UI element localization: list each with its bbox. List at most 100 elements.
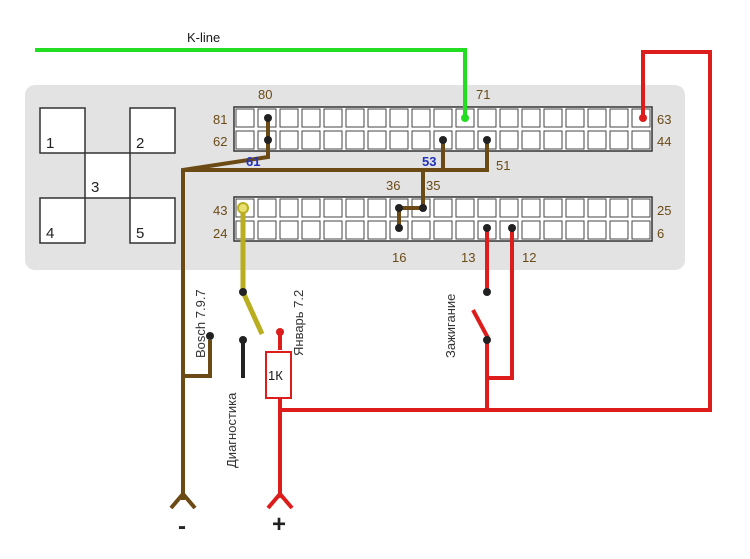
bottom-connector-pin-cell: [609, 220, 629, 240]
dot-71: [461, 114, 469, 122]
bottom-connector-pin-cell: [609, 198, 629, 218]
plus-sign: +: [272, 511, 286, 538]
top-connector-pin-cell: [433, 108, 453, 128]
plug-label-3: 3: [91, 179, 99, 196]
top-connector-pin-cell: [389, 130, 409, 150]
bottom-connector-pin-cell: [301, 198, 321, 218]
top-connector-pin-cell: [499, 108, 519, 128]
bottom-connector-pin-cell: [279, 220, 299, 240]
plug-label-4: 4: [46, 225, 54, 242]
bottom-connector-pin-cell: [455, 220, 475, 240]
top-connector-pin-cell: [411, 130, 431, 150]
pin-label-51: 51: [496, 158, 510, 173]
pin-label-24: 24: [213, 226, 227, 241]
bottom-connector-pin-cell: [631, 220, 651, 240]
bottom-connector-pin-cell: [565, 198, 585, 218]
top-connector-pin-cell: [521, 108, 541, 128]
bottom-connector-pin-cell: [455, 198, 475, 218]
bosch-label: Bosch 7.9.7: [193, 289, 208, 358]
dot-12: [508, 224, 516, 232]
top-connector-pin-cell: [235, 130, 255, 150]
top-connector-pin-cell: [367, 108, 387, 128]
bottom-connector-pin-cell: [279, 198, 299, 218]
power-wire-main: [280, 50, 712, 412]
dot-switch-bottom: [483, 336, 491, 344]
bottom-connector-pin-cell: [257, 198, 277, 218]
top-connector-pin-cell: [279, 130, 299, 150]
pin-label-13: 13: [461, 250, 475, 265]
dot-switch-top: [483, 288, 491, 296]
bottom-connector-pin-cell: [631, 198, 651, 218]
bottom-connector-pin-cell: [433, 220, 453, 240]
bottom-connector-pin-cell: [257, 220, 277, 240]
top-connector-pin-cell: [543, 130, 563, 150]
ignition-label: Зажигание: [443, 294, 458, 358]
bottom-connector-pin-cell: [565, 220, 585, 240]
bottom-connector-pin-cell: [587, 220, 607, 240]
bottom-connector-pin-cell: [301, 220, 321, 240]
pin-label-44: 44: [657, 134, 671, 149]
dot-13: [483, 224, 491, 232]
dot-51: [483, 136, 491, 144]
bottom-connector-pin-cell: [367, 220, 387, 240]
bottom-connector-pin-cell: [323, 198, 343, 218]
top-connector-pin-cell: [477, 108, 497, 128]
plug-square-4: [39, 197, 86, 244]
pin-label-61: 61: [246, 154, 260, 169]
dot-diag-stub: [239, 336, 247, 344]
plug-block: 1 2 3 4 5: [39, 107, 176, 244]
bottom-connector-pin-cell: [543, 220, 563, 240]
minus-terminal: [169, 490, 197, 510]
bottom-connector-pin-cell: [477, 198, 497, 218]
bottom-connector-pin-cell: [345, 220, 365, 240]
top-connector-pin-cell: [609, 108, 629, 128]
bottom-connector-pin-cell: [433, 198, 453, 218]
top-connector-pin-cell: [455, 130, 475, 150]
dot-january: [276, 328, 284, 336]
pin-label-80: 80: [258, 87, 272, 102]
top-connector-pin-cell: [389, 108, 409, 128]
diagnostics-label: Диагностика: [224, 392, 239, 468]
bottom-connector-pin-cell: [587, 198, 607, 218]
top-connector-pin-cell: [565, 108, 585, 128]
top-connector-pin-cell: [609, 130, 629, 150]
top-connector-pin-cell: [301, 130, 321, 150]
top-connector-pin-cell: [631, 130, 651, 150]
plug-square-1: [39, 107, 86, 154]
pin-dots: [206, 114, 647, 344]
plug-label-5: 5: [136, 225, 144, 242]
top-connector-pin-cell: [367, 130, 387, 150]
bottom-connector-pin-cell: [411, 220, 431, 240]
ignition-feed-wire: [485, 228, 514, 410]
january-label: Январь 7.2: [291, 290, 306, 356]
pin-label-35: 35: [426, 178, 440, 193]
plug-label-1: 1: [46, 135, 54, 152]
bottom-connector-pin-cell: [323, 220, 343, 240]
dot-bosch: [206, 332, 214, 340]
top-connector-pin-cell: [411, 108, 431, 128]
dot-16: [395, 224, 403, 232]
pin-label-25: 25: [657, 203, 671, 218]
dot-36: [395, 204, 403, 212]
top-connector-pin-cell: [235, 108, 255, 128]
bottom-connector-pin-cell: [499, 198, 519, 218]
pin-label-6: 6: [657, 226, 664, 241]
connector-bottom-grid: [233, 196, 653, 242]
top-connector-pin-cell: [323, 108, 343, 128]
bottom-connector-pin-cell: [543, 198, 563, 218]
bottom-connector-pin-cell: [367, 198, 387, 218]
top-connector-pin-cell: [301, 108, 321, 128]
dot-80: [264, 114, 272, 122]
ignition-switch-blade: [471, 309, 490, 339]
plug-square-2: [129, 107, 176, 154]
top-connector-pin-cell: [565, 130, 585, 150]
pin-label-81: 81: [213, 112, 227, 127]
ground-35-link: [397, 170, 425, 228]
pin-label-16: 16: [392, 250, 406, 265]
top-connector-pin-cell: [521, 130, 541, 150]
top-connector-pin-cell: [279, 108, 299, 128]
pin-label-36: 36: [386, 178, 400, 193]
top-connector-pin-cell: [587, 108, 607, 128]
plug-label-2: 2: [136, 135, 144, 152]
